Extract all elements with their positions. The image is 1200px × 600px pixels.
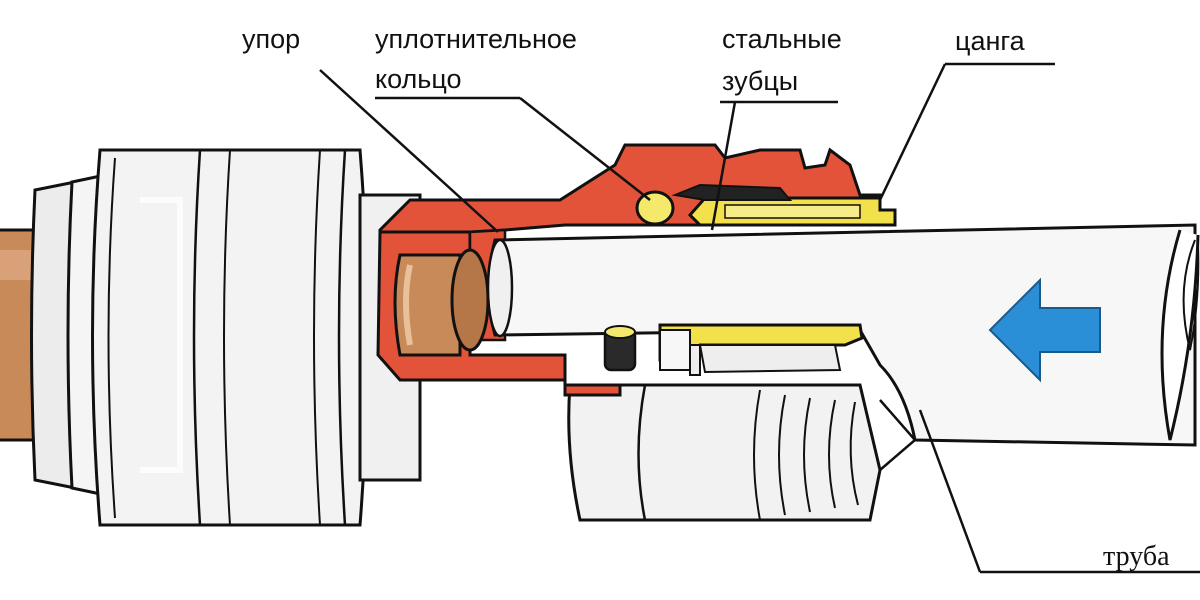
label-collet: цанга xyxy=(955,26,1026,56)
collet-bottom xyxy=(658,323,864,376)
pipe-lower-tail xyxy=(879,399,917,471)
label-stop: упор xyxy=(242,24,300,54)
copper-pipe-end xyxy=(393,248,490,357)
inserted-pipe xyxy=(486,223,1200,447)
leader-teeth xyxy=(710,101,737,231)
o-ring-top xyxy=(635,190,675,226)
label-pipe: труба xyxy=(1103,541,1170,572)
leader-pipe xyxy=(918,409,982,573)
leader-stop xyxy=(319,69,499,233)
leader-seal xyxy=(519,97,651,201)
label-seal-line1: уплотнительное xyxy=(375,24,577,54)
steel-teeth-top xyxy=(671,183,793,201)
label-seal-line2: кольцо xyxy=(375,64,462,94)
fitting-left-body xyxy=(91,148,369,527)
fitting-right-body xyxy=(567,383,882,522)
label-teeth-line2: зубцы xyxy=(722,66,798,96)
arrow-left-icon xyxy=(988,277,1101,383)
leader-collet xyxy=(878,63,947,201)
o-ring-bottom xyxy=(603,325,691,372)
leader-lines xyxy=(319,62,1200,574)
collet-top xyxy=(687,196,897,227)
label-teeth-line1: стальные xyxy=(722,24,842,54)
